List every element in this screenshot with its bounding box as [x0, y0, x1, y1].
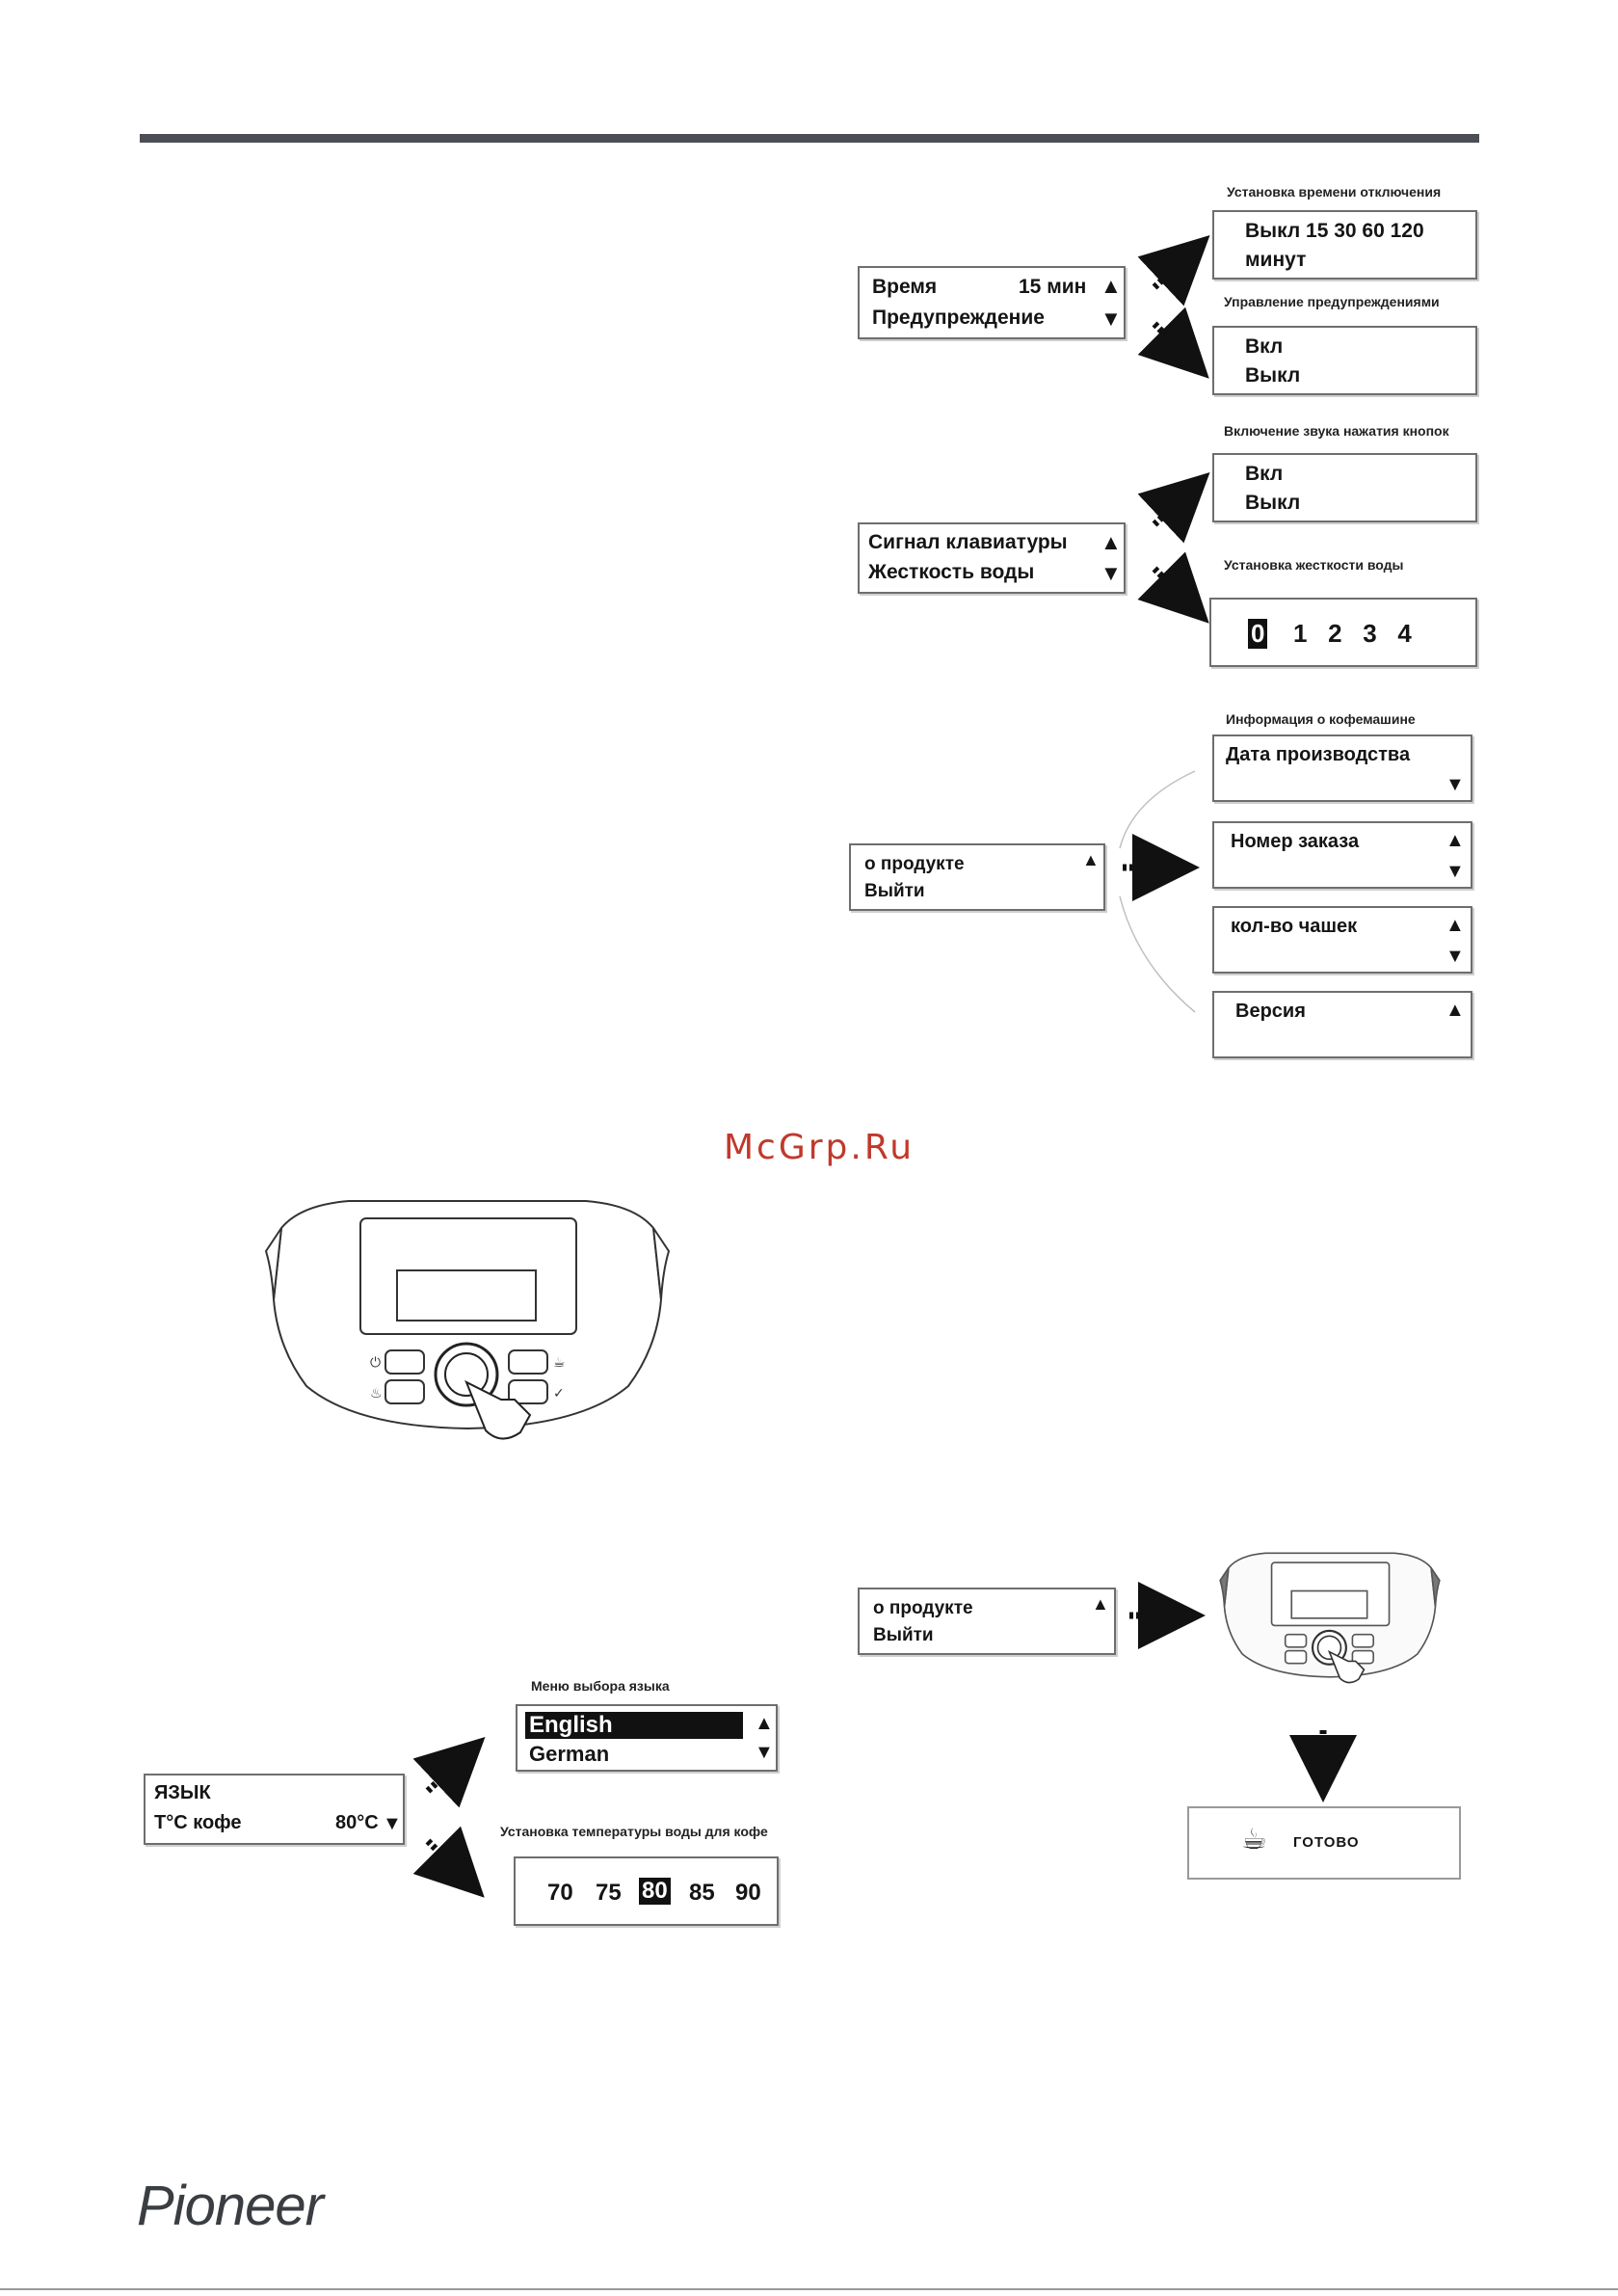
connector-line [1119, 770, 1196, 849]
hardness-screen: 0 1 2 3 4 [1209, 598, 1477, 667]
connector-line [1119, 895, 1196, 1013]
shutdown-unit: минут [1245, 249, 1307, 271]
down-arrow-icon: ▼ [1446, 946, 1465, 967]
hardness-caption: Установка жесткости воды [1224, 557, 1404, 573]
warnings-off: Выкл [1245, 364, 1301, 387]
hardness-label: Жесткость воды [868, 561, 1035, 583]
temp-80-value: 80 [639, 1878, 671, 1905]
temp-85: 85 [689, 1880, 715, 1906]
language-english: English [525, 1712, 743, 1739]
up-arrow-icon: ▲ [755, 1713, 774, 1734]
info-date-label: Дата производства [1226, 744, 1411, 765]
shutdown-caption: Установка времени отключения [1227, 184, 1442, 200]
shutdown-screen: Выкл 15 30 60 120 минут [1212, 210, 1477, 280]
arrow-up-right [412, 1737, 486, 1808]
info-item-cups: кол-во чашек ▲ ▼ [1212, 906, 1472, 974]
arrow-up-right [1137, 472, 1210, 544]
warnings-screen: Вкл Выкл [1212, 326, 1477, 395]
control-panel-illustration: ⏻ ♨ ☕ ✓ [264, 1200, 671, 1440]
keysound-on: Вкл [1245, 463, 1284, 485]
language-label: ЯЗЫК [154, 1782, 211, 1803]
temp-70: 70 [547, 1880, 573, 1906]
hardness-selected: 0 [1248, 619, 1268, 649]
arrow-down-right [1137, 551, 1209, 624]
ready-status: ГОТОВО [1293, 1834, 1360, 1851]
info-cups-label: кол-во чашек [1231, 916, 1358, 937]
exit-label: Выйти [864, 881, 925, 901]
up-arrow-icon: ▲ [1446, 830, 1465, 851]
up-arrow-icon: ▲ [1082, 850, 1100, 869]
menu-product-exit-2: о продукте ▲ Выйти [858, 1588, 1116, 1655]
temp-caption: Установка температуры воды для кофе [500, 1824, 768, 1839]
warning-label: Предупреждение [872, 307, 1045, 329]
down-arrow-icon: ▼ [383, 1813, 402, 1834]
temp-80-selected: 80 [639, 1878, 671, 1905]
hardness-values: 1 2 3 4 [1293, 619, 1412, 648]
ready-screen: ☕ ГОТОВО [1187, 1806, 1461, 1880]
coffee-temp-value: 80°C [335, 1812, 379, 1833]
product-label: о продукте [864, 854, 965, 874]
info-item-date: Дата производства ▼ [1212, 734, 1472, 802]
coffee-temp-label: T°C кофе [154, 1812, 242, 1833]
up-arrow-icon: ▲ [1101, 274, 1122, 298]
temp-screen: 70 75 80 85 90 [514, 1856, 779, 1926]
shutdown-options: Выкл 15 30 60 120 [1245, 220, 1424, 242]
arrow-down-right [412, 1826, 485, 1898]
hardness-selected-value: 0 [1248, 619, 1268, 649]
warnings-on: Вкл [1245, 335, 1284, 358]
up-arrow-icon: ▲ [1101, 530, 1122, 554]
keysound-label: Сигнал клавиатуры [868, 531, 1068, 553]
keysound-off: Выкл [1245, 492, 1301, 514]
temp-90: 90 [735, 1880, 761, 1906]
svg-text:⏻: ⏻ [370, 1355, 381, 1371]
info-order-label: Номер заказа [1231, 831, 1360, 852]
menu-keysound-hardness: Сигнал клавиатуры ▲ Жесткость воды ▼ [858, 522, 1126, 594]
bottom-rule [0, 2288, 1618, 2290]
language-caption: Меню выбора языка [531, 1678, 670, 1694]
top-rule [140, 134, 1479, 143]
brand-logo: Pioneer [137, 2175, 324, 2237]
control-panel-small-illustration [1219, 1552, 1441, 1684]
up-arrow-icon: ▲ [1092, 1594, 1109, 1614]
product-label-2: о продукте [873, 1598, 973, 1618]
menu-language-temp: ЯЗЫК T°C кофе 80°C ▼ [144, 1774, 405, 1845]
temp-75: 75 [596, 1880, 622, 1906]
keysound-caption: Включение звука нажатия кнопок [1224, 423, 1449, 439]
language-screen: English ▲ German ▼ [516, 1704, 778, 1772]
time-label: Время [872, 276, 938, 298]
menu-time-warning: Время 15 мин ▲ Предупреждение ▼ [858, 266, 1126, 339]
warnings-caption: Управление предупреждениями [1224, 294, 1440, 309]
arrow-down-right [1137, 307, 1209, 379]
down-arrow-icon: ▼ [1446, 774, 1465, 795]
down-arrow-icon: ▼ [1101, 561, 1122, 585]
language-english-value: English [525, 1712, 743, 1739]
keysound-screen: Вкл Выкл [1212, 453, 1477, 522]
down-arrow-icon: ▼ [1446, 861, 1465, 882]
svg-text:☕: ☕ [553, 1355, 566, 1371]
info-version-label: Версия [1235, 1001, 1306, 1022]
language-german: German [529, 1742, 610, 1766]
menu-product-exit: о продукте ▲ Выйти [849, 843, 1105, 911]
down-arrow-icon: ▼ [755, 1742, 774, 1763]
info-item-version: Версия ▲ [1212, 991, 1472, 1058]
watermark: McGrp.Ru [723, 1128, 915, 1167]
up-arrow-icon: ▲ [1446, 915, 1465, 936]
down-arrow-icon: ▼ [1101, 307, 1122, 331]
coffee-cup-icon: ☕ [1241, 1824, 1267, 1855]
svg-text:✓: ✓ [553, 1386, 565, 1402]
up-arrow-icon: ▲ [1446, 1000, 1465, 1021]
svg-text:♨: ♨ [370, 1386, 383, 1402]
info-item-order: Номер заказа ▲ ▼ [1212, 821, 1472, 889]
time-value: 15 мин [1019, 276, 1087, 298]
exit-label-2: Выйти [873, 1625, 934, 1645]
info-caption: Информация о кофемашине [1226, 711, 1416, 727]
arrow-up-right [1137, 235, 1210, 307]
